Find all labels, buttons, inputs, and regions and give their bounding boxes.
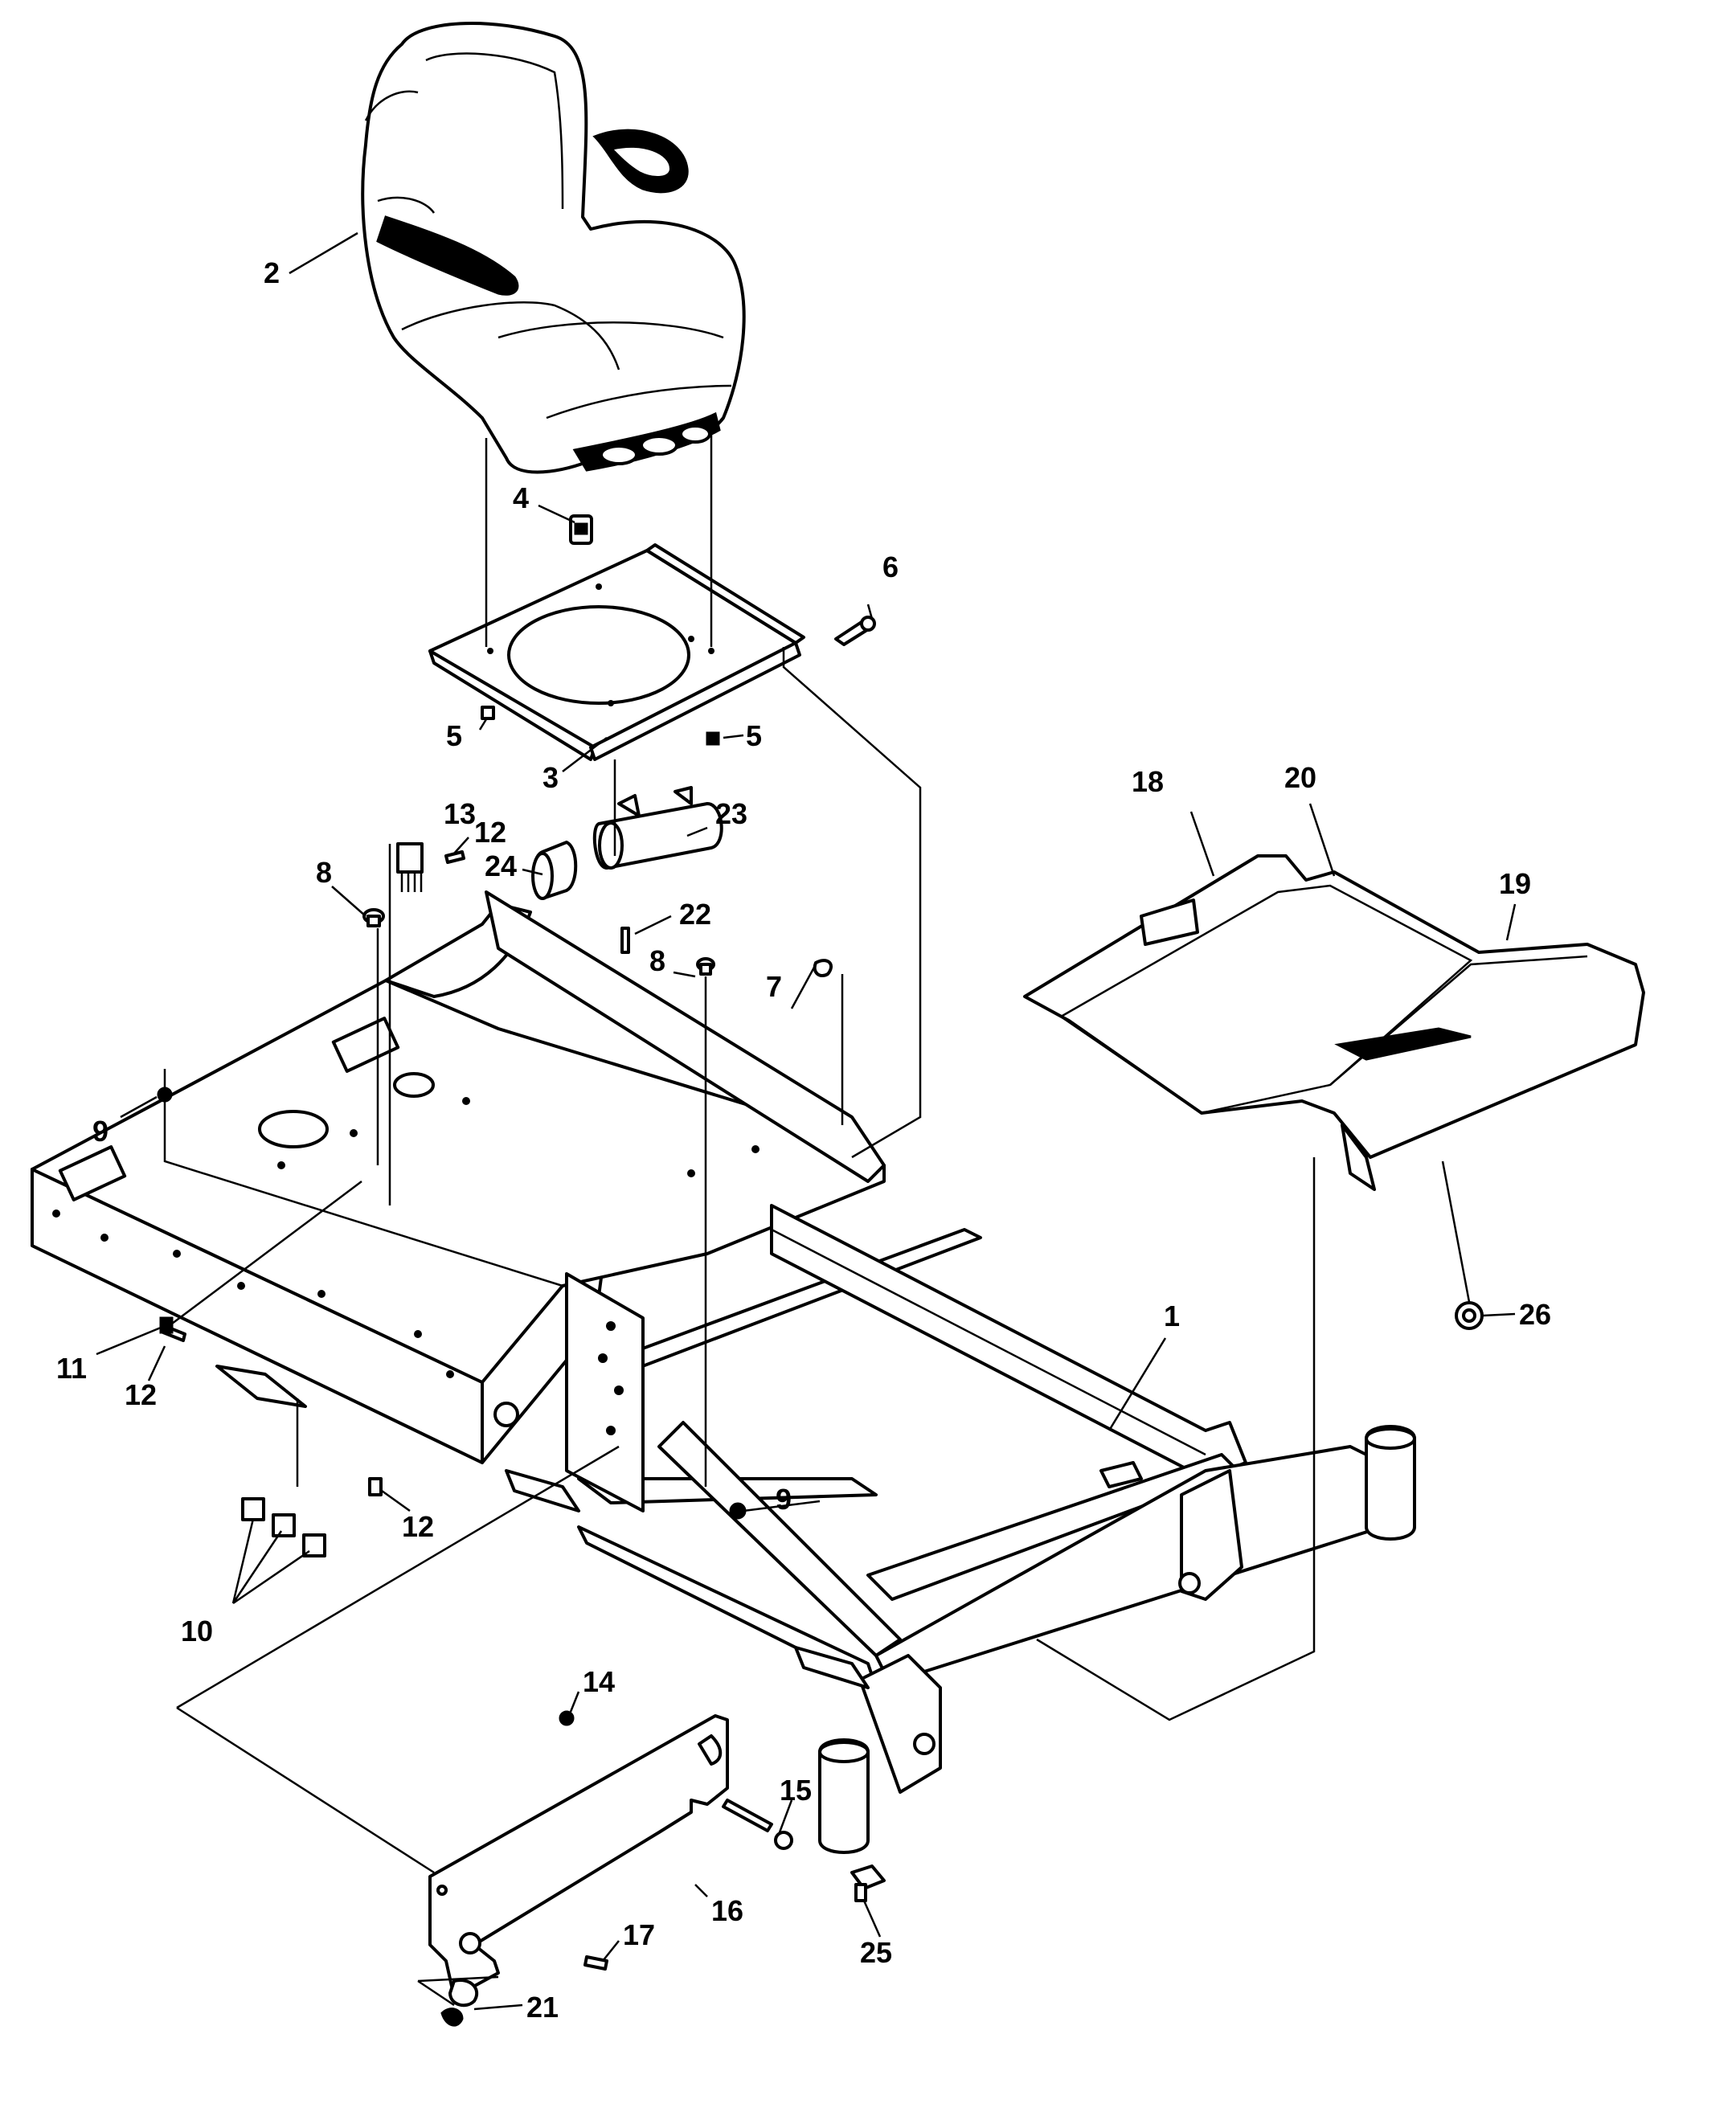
callout-26: 26	[1519, 1298, 1551, 1331]
seat-tube-23	[592, 786, 723, 870]
callout-5-right: 5	[746, 719, 762, 752]
callout-12-top: 12	[474, 816, 506, 849]
screw-17	[583, 1955, 608, 1971]
clevis-pin-6	[834, 616, 876, 646]
callout-10: 10	[181, 1615, 213, 1647]
callout-23: 23	[715, 797, 747, 830]
callout-12-mid: 12	[125, 1378, 157, 1411]
callout-14: 14	[583, 1665, 615, 1698]
bolt-25	[850, 1864, 886, 1902]
clip-7	[813, 959, 833, 978]
spacers-10	[241, 1497, 326, 1557]
clip-11	[159, 1316, 174, 1334]
nut-9-right	[729, 1502, 747, 1520]
callout-18: 18	[1132, 765, 1164, 798]
latch-21	[440, 1979, 479, 2027]
callout-17: 17	[623, 1918, 655, 1951]
rear-cover	[428, 1714, 729, 1999]
callout-12-low: 12	[402, 1510, 434, 1543]
callout-20: 20	[1284, 761, 1316, 794]
nut-5-right	[706, 731, 720, 746]
callout-8-right: 8	[649, 944, 665, 977]
callout-16: 16	[711, 1894, 743, 1927]
callout-9-left: 9	[92, 1115, 108, 1148]
callout-6: 6	[882, 551, 899, 583]
callout-7: 7	[766, 970, 782, 1003]
main-frame	[31, 890, 1416, 1854]
seat-switch	[569, 514, 593, 545]
callout-4: 4	[513, 481, 529, 514]
callout-24: 24	[485, 849, 517, 882]
screw-12-top	[444, 850, 465, 864]
nut-14	[559, 1710, 575, 1726]
callout-1: 1	[1164, 1300, 1180, 1332]
seat-plate	[428, 543, 805, 761]
callout-2: 2	[264, 256, 280, 289]
grommet-8-left	[362, 908, 385, 927]
callout-22: 22	[679, 898, 711, 931]
bolt-15	[722, 1799, 793, 1850]
callout-5-left: 5	[446, 719, 462, 752]
grommet-8-right	[696, 957, 715, 976]
leader-lines	[96, 231, 1517, 2011]
screw-12-low	[368, 1477, 383, 1496]
nut-5-left	[481, 706, 495, 720]
bushing-24	[531, 841, 578, 900]
callouts: 1 2 3 4 5 5 6 7 8 8 9 9 10 11 12 12 12 1…	[56, 256, 1551, 2024]
callout-8-left: 8	[316, 856, 332, 889]
nut-26	[1455, 1301, 1484, 1330]
floor-panel	[1023, 854, 1645, 1191]
pin-22	[620, 927, 630, 954]
seat	[361, 22, 746, 474]
connector-13	[396, 842, 424, 892]
callout-13: 13	[444, 797, 476, 830]
callout-19: 19	[1499, 867, 1531, 900]
callout-11: 11	[56, 1352, 87, 1385]
callout-25: 25	[860, 1936, 892, 1969]
callout-3: 3	[542, 761, 559, 794]
callout-9-right: 9	[776, 1483, 792, 1516]
callout-15: 15	[780, 1774, 812, 1807]
callout-21: 21	[526, 1991, 559, 2024]
